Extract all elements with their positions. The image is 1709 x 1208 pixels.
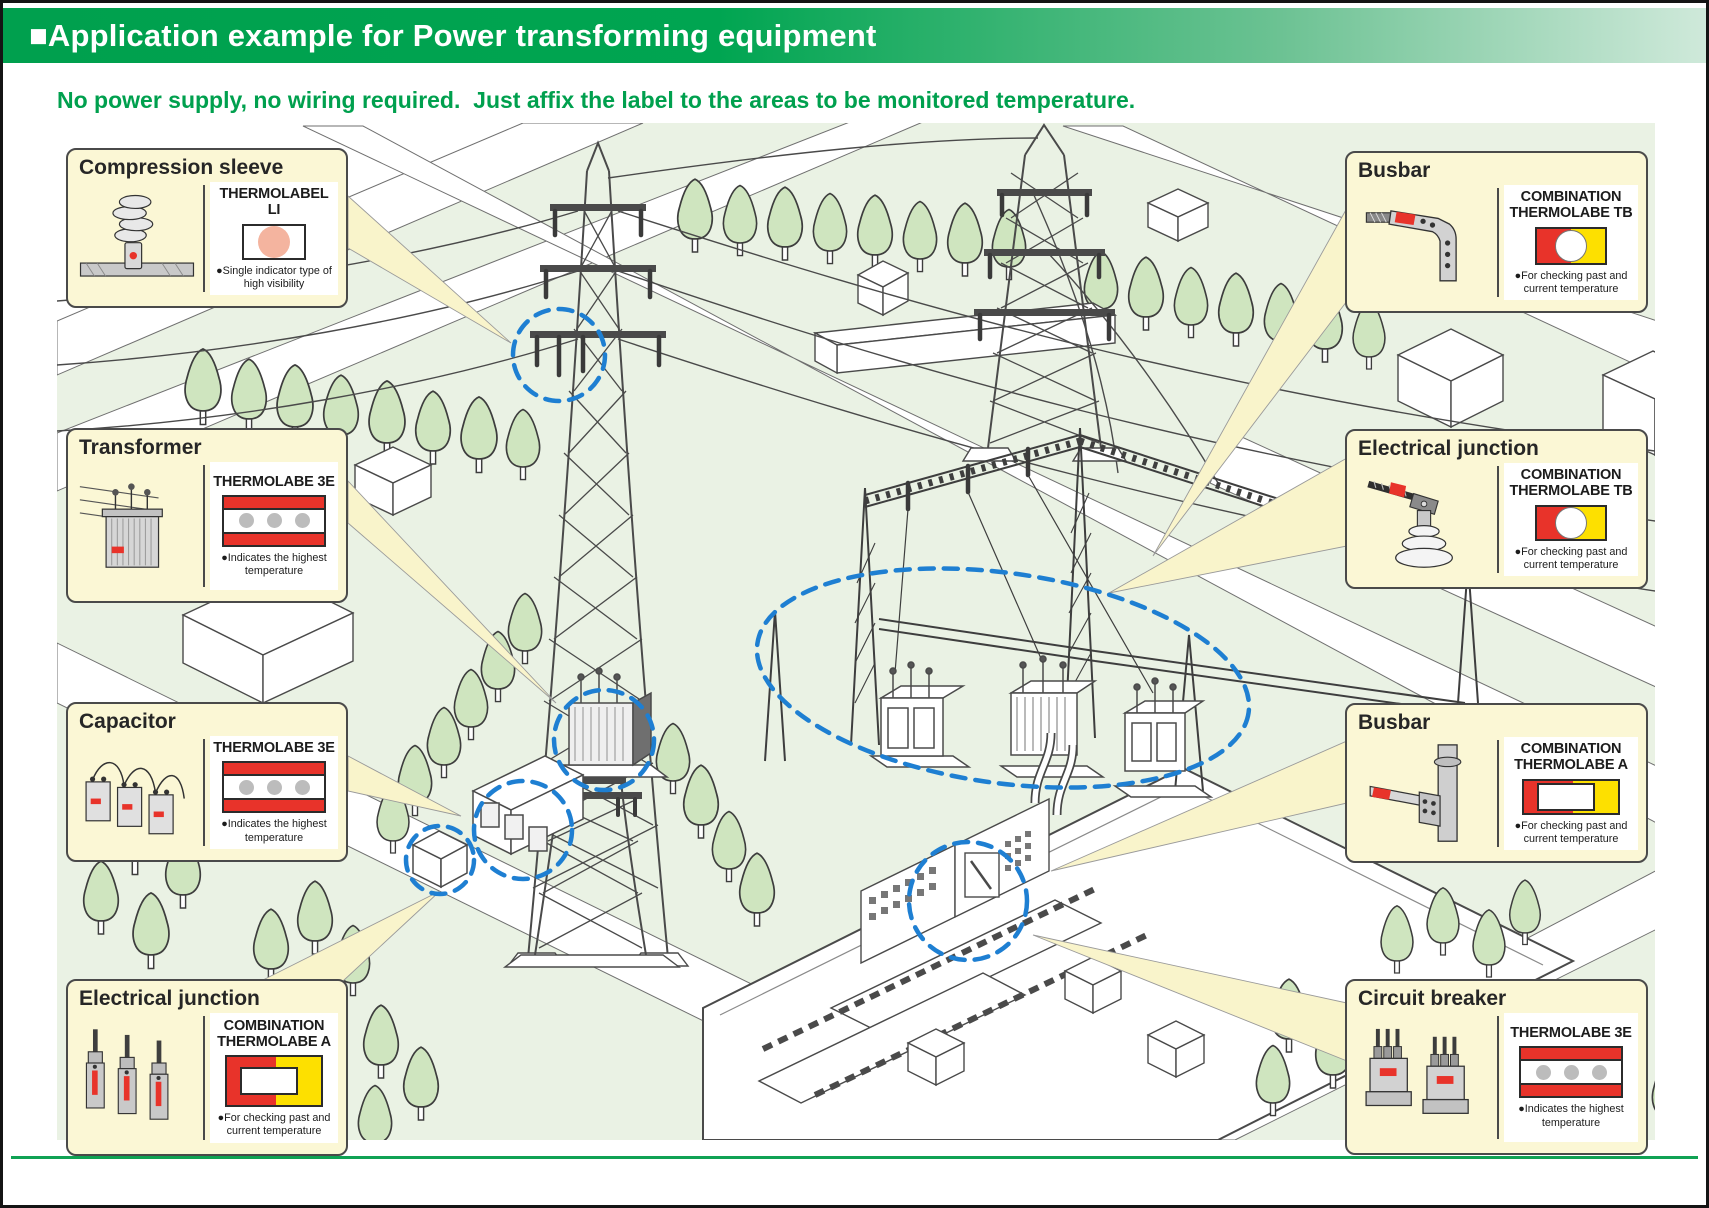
- indicator-row: [1521, 1059, 1621, 1086]
- page-subtitle: No power supply, no wiring required. Jus…: [57, 87, 1136, 113]
- product-description: ●For checking past and current temperatu…: [1514, 819, 1628, 845]
- callout-title: Electrical junction: [79, 987, 260, 1010]
- callout-electrical-junction-left: Electrical junction: [66, 979, 348, 1156]
- pointer-beams: [260, 194, 1348, 1062]
- callout-title: Compression sleeve: [79, 156, 284, 179]
- thermolabe-3e-graphic: [222, 494, 326, 547]
- bottom-rule: [11, 1156, 1698, 1159]
- combination-thermolabe-tb-graphic: [1535, 504, 1607, 541]
- thermolabel-li-graphic: [242, 223, 306, 260]
- insulator-junction-illustration: [1355, 463, 1492, 576]
- combination-thermolabe-tb-graphic: [1535, 226, 1607, 265]
- divider: [1497, 466, 1499, 574]
- product-panel: THERMOLABEL LI ●Single indicator type of…: [210, 182, 338, 296]
- red-stripe: [224, 496, 324, 508]
- transmission-tower-bottom: [502, 777, 682, 968]
- monitor-circle-capacitor: [471, 778, 575, 882]
- divider: [203, 1016, 205, 1141]
- page-header: ■Application example for Power transform…: [3, 8, 1706, 63]
- divider: [1497, 1016, 1499, 1140]
- transformer-illustration: [76, 462, 198, 590]
- product-name: COMBINATION THERMOLABE TB: [1509, 189, 1633, 222]
- callout-busbar-top: Busbar COMBINATION THERMOLABE TB: [1345, 151, 1648, 313]
- red-stripe: [1521, 1085, 1621, 1097]
- indicator-window: [1537, 782, 1595, 811]
- busbar-illustration: [1355, 185, 1492, 300]
- product-name: THERMOLABE 3E: [213, 473, 335, 490]
- callout-title: Transformer: [79, 436, 202, 459]
- callout-circuit-breaker: Circuit breaker: [1345, 979, 1648, 1155]
- product-panel: COMBINATION THERMOLABE TB ●For checking …: [1504, 463, 1638, 577]
- product-name: THERMOLABE 3E: [1510, 1025, 1632, 1042]
- product-panel: COMBINATION THERMOLABE A ●For checking p…: [1504, 737, 1638, 851]
- red-stripe: [1521, 1048, 1621, 1060]
- monitored-equipment: [411, 667, 670, 889]
- indicator-window: [1555, 506, 1587, 539]
- product-panel: COMBINATION THERMOLABE TB ●For checking …: [1504, 185, 1638, 301]
- indicator-row: [224, 507, 324, 534]
- callout-compression-sleeve: Compression sleeve THERMOLABEL LI: [66, 148, 348, 308]
- product-panel: COMBINATION THERMOLABE A ●For checking p…: [210, 1013, 338, 1144]
- red-stripe: [224, 533, 324, 545]
- product-name: THERMOLABE 3E: [213, 740, 335, 757]
- callout-transformer: Transformer THERMOLABE 3E: [66, 428, 348, 603]
- electrical-junction-illustration: [76, 1013, 198, 1143]
- combination-thermolabe-a-graphic: [1522, 778, 1620, 815]
- divider: [1497, 188, 1499, 298]
- red-stripe: [224, 763, 324, 775]
- indicator-row: [224, 774, 324, 801]
- divider: [203, 739, 205, 847]
- callout-title: Circuit breaker: [1358, 987, 1507, 1010]
- callout-title: Capacitor: [79, 710, 176, 733]
- product-description: ●For checking past and current temperatu…: [1514, 269, 1628, 295]
- beam-capacitor: [347, 755, 462, 817]
- divider: [203, 185, 205, 293]
- product-description: ●Single indicator type of high visibilit…: [216, 264, 332, 290]
- callout-title: Busbar: [1358, 711, 1431, 734]
- busbar-pole-illustration: [1355, 737, 1492, 850]
- indicator-dot: [258, 225, 290, 258]
- combination-thermolabe-a-graphic: [225, 1055, 323, 1108]
- product-description: ●Indicates the highest temperature: [1518, 1103, 1624, 1129]
- product-description: ●Indicates the highest temperature: [221, 818, 327, 844]
- product-description: ●For checking past and current temperatu…: [1514, 545, 1628, 571]
- callout-title: Busbar: [1358, 159, 1431, 182]
- indicator-window: [240, 1067, 298, 1096]
- thermolabe-3e-graphic: [1519, 1046, 1623, 1099]
- product-description: ●For checking past and current temperatu…: [217, 1112, 331, 1138]
- callout-title: Electrical junction: [1358, 437, 1539, 460]
- beam-transformer: [347, 479, 557, 704]
- callout-capacitor: Capacitor: [66, 702, 348, 862]
- monitor-circle-substation: [754, 566, 1252, 790]
- thermolabe-3e-graphic: [222, 761, 326, 814]
- compression-sleeve-illustration: [76, 182, 198, 295]
- product-name: COMBINATION THERMOLABE TB: [1509, 467, 1633, 500]
- page-title: ■Application example for Power transform…: [29, 17, 877, 53]
- product-panel: THERMOLABE 3E ●Indicates the highest tem…: [210, 462, 338, 591]
- product-name: THERMOLABEL LI: [219, 186, 329, 219]
- circuit-breaker-illustration: [1355, 1013, 1492, 1142]
- product-name: COMBINATION THERMOLABE A: [1514, 741, 1628, 774]
- monitor-circles: [403, 306, 1252, 963]
- monitor-circle-breaker: [906, 839, 1030, 963]
- indicator-window: [1555, 229, 1587, 262]
- divider: [203, 465, 205, 588]
- monitor-circle-junction: [403, 823, 477, 897]
- monitor-circle-transformer: [551, 687, 657, 793]
- divider: [1497, 740, 1499, 848]
- beam-compression-sleeve: [347, 194, 512, 344]
- product-description: ●Indicates the highest temperature: [221, 551, 327, 578]
- capacitor-illustration: [76, 736, 198, 849]
- monitor-circle-compression-sleeve: [510, 306, 608, 404]
- product-name: COMBINATION THERMOLABE A: [217, 1017, 331, 1050]
- product-panel: THERMOLABE 3E ●Indicates the highest tem…: [210, 736, 338, 850]
- red-stripe: [224, 800, 324, 812]
- product-panel: THERMOLABE 3E ●Indicates the highest tem…: [1504, 1013, 1638, 1143]
- callout-busbar-right: Busbar COMBINATION THERMOLABE A: [1345, 703, 1648, 863]
- transmission-tower-top: [961, 123, 1128, 462]
- callout-electrical-junction-right: Electrical junction COMBINATION THERMOLA…: [1345, 429, 1648, 589]
